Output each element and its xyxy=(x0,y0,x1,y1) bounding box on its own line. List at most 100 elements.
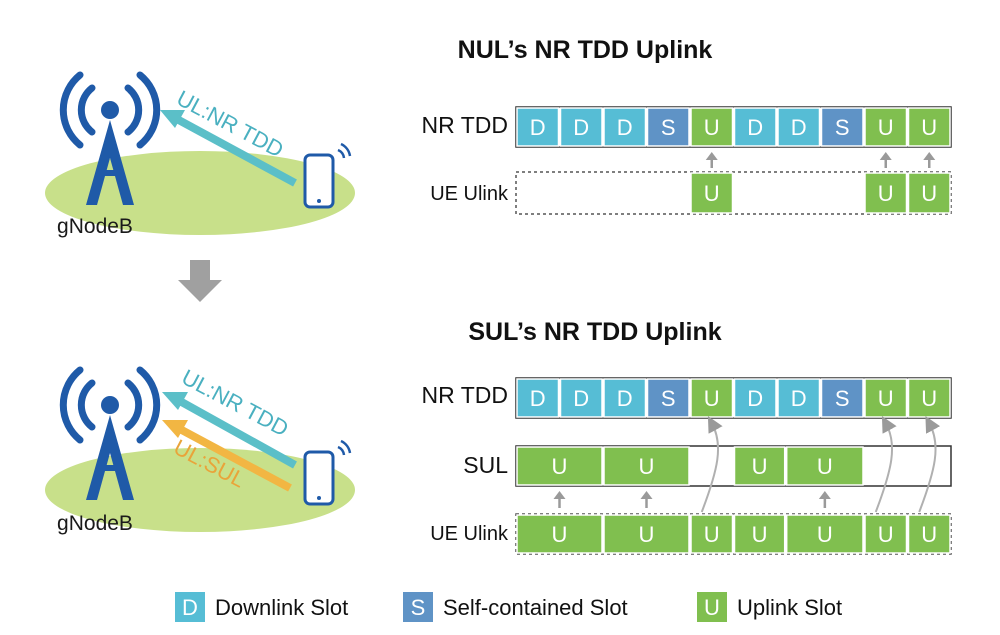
sul-title: SUL’s NR TDD Uplink xyxy=(468,318,721,346)
legend-label: Uplink Slot xyxy=(737,595,842,620)
sul-block-uplink: U xyxy=(516,446,603,486)
slot-symbol: S xyxy=(835,386,850,411)
slot-symbol: U xyxy=(752,454,768,479)
slot-symbol: S xyxy=(835,115,850,140)
slot-symbol: U xyxy=(704,115,720,140)
slot-downlink: D xyxy=(603,107,647,147)
slot-symbol: U xyxy=(921,181,937,206)
legend-swatch xyxy=(403,592,433,622)
legend-item-uplink: U Uplink Slot xyxy=(697,592,842,622)
slot-symbol: U xyxy=(752,522,768,547)
slot-symbol: D xyxy=(573,386,589,411)
ue-ulink-block-uplink: U xyxy=(690,514,734,554)
slot-symbol: U xyxy=(704,386,720,411)
slot-symbol: U xyxy=(552,454,568,479)
slot-symbol: U xyxy=(817,454,833,479)
slot-symbol: U xyxy=(639,454,655,479)
slot-symbol: U xyxy=(704,181,720,206)
nul-title: NUL’s NR TDD Uplink xyxy=(458,36,713,64)
slot-symbol: U xyxy=(639,522,655,547)
slot-symbol: S xyxy=(661,386,676,411)
tdd-uplink-reuse-arrow xyxy=(874,415,897,513)
slot-downlink: D xyxy=(733,378,777,418)
slot-mapping-arrowhead xyxy=(553,491,566,499)
slot-downlink: D xyxy=(516,107,560,147)
slot-uplink: U xyxy=(864,107,908,147)
slot-uplink: U xyxy=(864,378,908,418)
tower-icon xyxy=(59,366,161,500)
gnodeb-label: gNodeB xyxy=(57,512,133,535)
legend-item-downlink: D Downlink Slot xyxy=(175,592,348,622)
slot-symbol: D xyxy=(791,115,807,140)
slot-downlink: D xyxy=(559,378,603,418)
slot-symbol: D xyxy=(530,115,546,140)
nul-slot-arrows xyxy=(705,152,936,168)
phone-icon xyxy=(303,142,352,209)
slot-symbol: U xyxy=(921,386,937,411)
slot-downlink: D xyxy=(733,107,777,147)
slot-symbol: D xyxy=(530,386,546,411)
slot-symbol: D xyxy=(791,386,807,411)
slot-symbol: S xyxy=(661,115,676,140)
sul-sul-label: SUL xyxy=(463,452,508,478)
slot-symbol: U xyxy=(878,386,894,411)
slot-symbol: U xyxy=(817,522,833,547)
transition-down-arrow xyxy=(178,260,222,302)
slot-self-contained: S xyxy=(820,107,864,147)
slot-symbol: U xyxy=(552,522,568,547)
slot-uplink: U xyxy=(864,172,908,214)
slot-symbol: D xyxy=(747,115,763,140)
ue-ulink-block-uplink: U xyxy=(603,514,690,554)
slot-symbol: U xyxy=(878,181,894,206)
slot-symbol: D xyxy=(573,115,589,140)
tower-icon xyxy=(59,71,161,205)
slot-mapping-arrowhead xyxy=(705,152,718,160)
slot-downlink: D xyxy=(603,378,647,418)
legend-symbol: S xyxy=(411,595,426,620)
slot-uplink: U xyxy=(690,378,734,418)
legend-swatch xyxy=(697,592,727,622)
slot-downlink: D xyxy=(516,378,560,418)
legend-symbol: U xyxy=(704,595,720,620)
slot-downlink: D xyxy=(777,378,821,418)
sul-nr-tdd-label: NR TDD xyxy=(422,382,508,408)
legend-label: Self-contained Slot xyxy=(443,595,628,620)
sul-block-uplink: U xyxy=(733,446,786,486)
legend-label: Downlink Slot xyxy=(215,595,348,620)
ue-ulink-block-uplink: U xyxy=(907,514,951,554)
legend-symbol: D xyxy=(182,595,198,620)
slot-downlink: D xyxy=(777,107,821,147)
slot-uplink: U xyxy=(690,107,734,147)
nul-gnodeb-illustration: gNodeB UL:NR TDD xyxy=(45,71,355,238)
tdd-uplink-reuse-arrow xyxy=(918,415,941,513)
sul-ue-ulink-label: UE Ulink xyxy=(430,523,509,545)
sul-gnodeb-illustration: gNodeB UL:NR TDD UL:SUL xyxy=(45,364,355,535)
slot-symbol: D xyxy=(617,386,633,411)
slot-mapping-arrowhead xyxy=(640,491,653,499)
slot-symbol: U xyxy=(878,522,894,547)
tdd-uplink-reuse-arrow xyxy=(700,415,723,513)
nul-nr-tdd-label: NR TDD xyxy=(422,112,508,138)
slot-symbol: D xyxy=(617,115,633,140)
slot-symbol: U xyxy=(921,522,937,547)
slot-uplink: U xyxy=(907,378,951,418)
slot-self-contained: S xyxy=(820,378,864,418)
slot-self-contained: S xyxy=(646,107,690,147)
sul-block-uplink: U xyxy=(603,446,690,486)
sul-block-uplink: U xyxy=(785,446,864,486)
slot-mapping-arrowhead xyxy=(879,152,892,160)
ue-ulink-block-uplink: U xyxy=(516,514,603,554)
slot-downlink: D xyxy=(559,107,603,147)
legend: D Downlink Slot S Self-contained Slot U Uplin… xyxy=(175,592,842,622)
sul-slot-arrows xyxy=(553,415,941,513)
slot-symbol: U xyxy=(704,522,720,547)
ue-ulink-block-uplink: U xyxy=(785,514,864,554)
slot-symbol: D xyxy=(747,386,763,411)
nul-ue-ulink-label: UE Ulink xyxy=(430,183,509,205)
